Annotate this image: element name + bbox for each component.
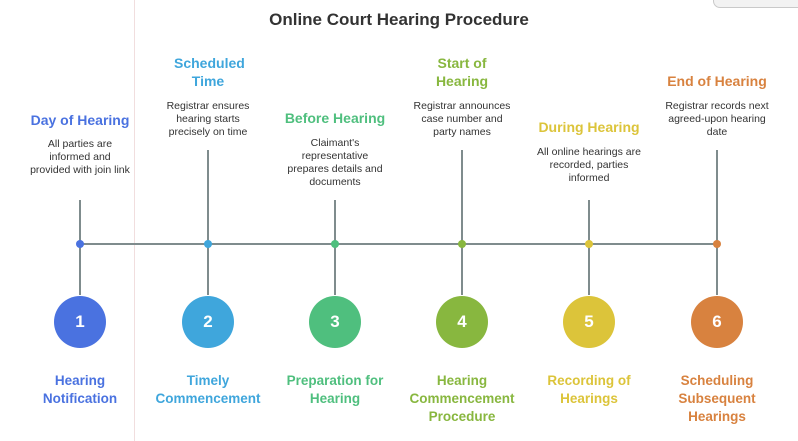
- step-5-lower-stem: [588, 245, 590, 295]
- step-6-heading: End of Hearing: [667, 73, 767, 89]
- step-4-circle: 4: [436, 296, 488, 348]
- step-1-description: All parties are informed and provided wi…: [30, 138, 130, 176]
- step-2-top-block: Scheduled Time Registrar ensures hearing…: [138, 54, 278, 139]
- step-4-top-block: Start of Hearing Registrar announces cas…: [392, 54, 532, 139]
- step-2-bottom-label: Timely Commencement: [155, 373, 261, 406]
- step-1-dot: [76, 240, 84, 248]
- step-5-heading: During Hearing: [538, 119, 640, 135]
- step-2-description: Registrar ensures hearing starts precise…: [166, 100, 250, 138]
- step-3-lower-stem: [334, 245, 336, 295]
- step-3-bottom-label: Preparation for Hearing: [286, 373, 384, 406]
- step-5-dot: [585, 240, 593, 248]
- timeline-axis: [80, 243, 718, 245]
- step-3-description: Claimant's representative prepares detai…: [287, 137, 383, 188]
- step-6-description: Registrar records next agreed-upon heari…: [665, 100, 769, 138]
- step-2-circle: 2: [182, 296, 234, 348]
- step-3-dot: [331, 240, 339, 248]
- step-4-lower-stem: [461, 245, 463, 295]
- step-3-heading: Before Hearing: [284, 110, 386, 126]
- diagram-title: Online Court Hearing Procedure: [269, 10, 529, 29]
- step-3-top-block: Before Hearing Claimant's representative…: [265, 109, 405, 189]
- step-1-upper-stem: [79, 200, 81, 243]
- step-1-circle: 1: [54, 296, 106, 348]
- step-3-upper-stem: [334, 200, 336, 243]
- corner-tab: [713, 0, 798, 8]
- step-3-circle: 3: [309, 296, 361, 348]
- step-4-heading: Start of Hearing: [435, 55, 489, 89]
- step-1-top-block: Day of Hearing All parties are informed …: [10, 111, 150, 177]
- step-1-lower-stem: [79, 245, 81, 295]
- step-5-description: All online hearings are recorded, partie…: [537, 146, 641, 184]
- step-2-dot: [204, 240, 212, 248]
- step-6-lower-stem: [716, 245, 718, 295]
- step-6-upper-stem: [716, 150, 718, 243]
- step-5-upper-stem: [588, 200, 590, 243]
- step-5-top-block: During Hearing All online hearings are r…: [519, 118, 659, 185]
- step-5-bottom-label: Recording of Hearings: [547, 373, 631, 406]
- step-4-bottom-label: Hearing Commencement Procedure: [409, 373, 515, 424]
- step-2-lower-stem: [207, 245, 209, 295]
- step-4-description: Registrar announces case number and part…: [413, 100, 511, 138]
- edge-divider: [134, 0, 135, 441]
- step-2-upper-stem: [207, 150, 209, 243]
- step-5-circle: 5: [563, 296, 615, 348]
- step-4-upper-stem: [461, 150, 463, 243]
- step-6-bottom-label: Scheduling Subsequent Hearings: [678, 373, 756, 424]
- step-1-bottom-label: Hearing Notification: [42, 373, 118, 406]
- step-1-heading: Day of Hearing: [30, 112, 130, 128]
- step-6-dot: [713, 240, 721, 248]
- step-2-heading: Scheduled Time: [174, 55, 245, 89]
- step-6-top-block: End of Hearing Registrar records next ag…: [647, 72, 787, 139]
- step-4-dot: [458, 240, 466, 248]
- step-6-circle: 6: [691, 296, 743, 348]
